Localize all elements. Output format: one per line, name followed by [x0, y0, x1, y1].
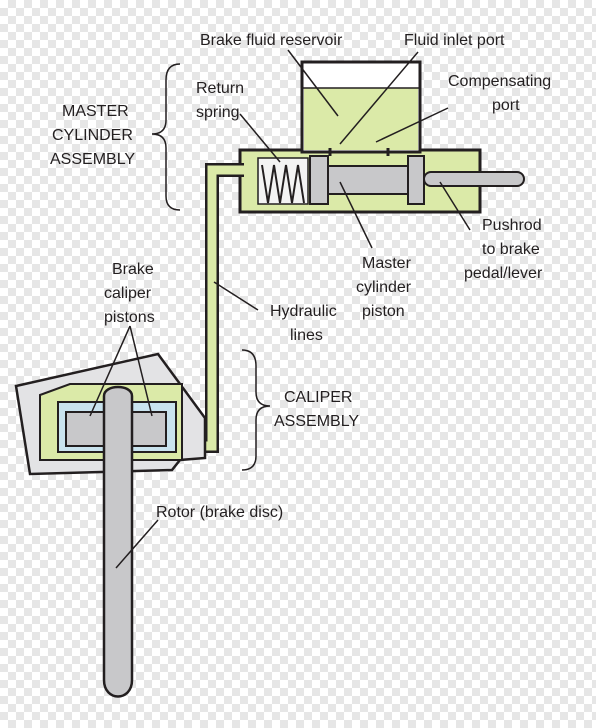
label-hydraulic-lines-line2: lines — [290, 327, 323, 344]
label-master-cylinder-assembly-line1: MASTER — [62, 103, 129, 120]
label-hydraulic-lines-line1: Hydraulic — [270, 303, 337, 320]
label-caliper-assembly-line2: ASSEMBLY — [274, 413, 359, 430]
master-cylinder-piston — [309, 155, 425, 205]
leader-lines — [89, 49, 471, 569]
caliper-brace — [241, 349, 271, 471]
label-master-cylinder-assembly-line2: CYLINDER — [52, 127, 133, 144]
label-master-cylinder-piston-line3: piston — [362, 303, 405, 320]
label-compensating-port-line2: port — [492, 97, 520, 114]
label-master-cylinder-assembly-line3: ASSEMBLY — [50, 151, 135, 168]
label-pushrod-line2: to brake — [482, 241, 540, 258]
return-spring — [257, 157, 309, 205]
label-rotor: Rotor (brake disc) — [156, 504, 283, 521]
caliper-assembly-body — [14, 352, 207, 476]
label-fluid-inlet-port: Fluid inlet port — [404, 32, 505, 49]
label-brake-caliper-pistons-line3: pistons — [104, 309, 155, 326]
label-brake-caliper-pistons-line2: caliper — [104, 285, 152, 302]
brake-fluid-reservoir — [300, 60, 422, 156]
label-brake-fluid-reservoir: Brake fluid reservoir — [200, 32, 343, 49]
label-master-cylinder-piston-line1: Master — [362, 255, 412, 272]
label-return-spring-line2: spring — [196, 104, 240, 121]
label-master-cylinder-piston-line2: cylinder — [356, 279, 412, 296]
pushrod — [423, 171, 525, 187]
label-pushrod-line1: Pushrod — [482, 217, 542, 234]
label-return-spring-line1: Return — [196, 80, 244, 97]
label-pushrod-line3: pedal/lever — [464, 265, 543, 282]
label-compensating-port-line1: Compensating — [448, 73, 551, 90]
label-brake-caliper-pistons-line1: Brake — [112, 261, 154, 278]
rotor-brake-disc — [102, 385, 134, 698]
labels: Brake fluid reservoir Fluid inlet port C… — [50, 32, 551, 521]
master-cylinder-brace — [151, 63, 181, 211]
label-caliper-assembly-line1: CALIPER — [284, 389, 352, 406]
